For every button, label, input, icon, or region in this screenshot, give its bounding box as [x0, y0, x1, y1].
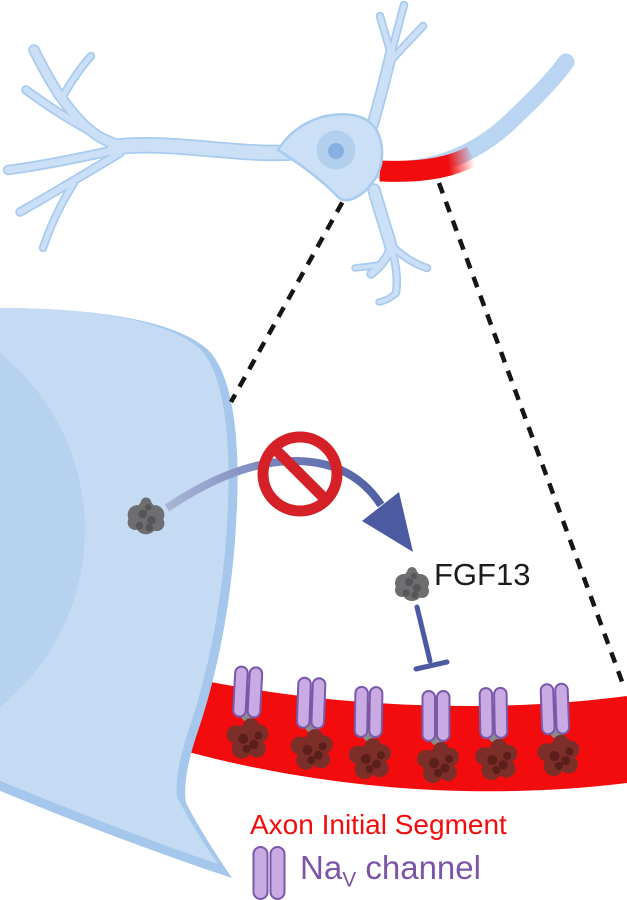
- inhibition-tbar: [413, 604, 450, 672]
- nav-suffix: channel: [356, 849, 481, 886]
- arrowhead: [362, 492, 413, 552]
- blocked-transport-arrow: [164, 456, 413, 552]
- neuron-illustration: [8, 5, 566, 302]
- nav-channel-label: NaV channel: [300, 849, 481, 891]
- soma-zoomed: [0, 308, 238, 878]
- nucleolus: [328, 143, 344, 159]
- no-entry-icon: [257, 431, 343, 517]
- axon-initial-segment-label: Axon Initial Segment: [250, 809, 507, 840]
- nav-subscript: V: [342, 868, 357, 892]
- nav-prefix: Na: [300, 849, 343, 886]
- fgf13-label: FGF13: [434, 557, 531, 592]
- zoom-indicator-lines: [229, 182, 627, 688]
- axon: [378, 62, 566, 182]
- fgf13-protein-at-ais: [395, 567, 429, 601]
- ais-membrane-band: [174, 676, 627, 792]
- nav-channel-legend-icon: [252, 846, 286, 900]
- ais-highlight-on-axon: [379, 146, 478, 182]
- zoom-dashed-line-right: [436, 182, 627, 688]
- zoom-dashed-line-left: [229, 183, 354, 404]
